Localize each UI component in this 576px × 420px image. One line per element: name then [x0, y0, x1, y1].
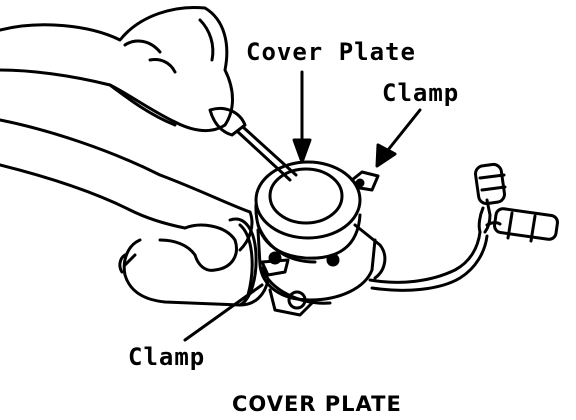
figure-caption: COVER PLATE — [232, 392, 402, 416]
cover-plate — [254, 160, 362, 264]
leader-clamp-bottom — [183, 283, 264, 342]
screwdriver — [208, 106, 298, 182]
label-cover-plate: Cover Plate — [246, 38, 416, 66]
wire-harness — [368, 198, 492, 292]
motor-assembly — [118, 217, 387, 317]
connector-lower — [485, 207, 559, 243]
label-clamp-bottom: Clamp — [128, 343, 206, 371]
clamp-bottom — [260, 251, 340, 277]
lower-hand — [0, 118, 254, 272]
label-clamp-top: Clamp — [382, 79, 460, 107]
leader-cover-plate — [292, 70, 312, 164]
clamp-top — [350, 170, 380, 192]
leader-clamp-top — [375, 108, 422, 168]
upper-hand — [0, 5, 234, 133]
connector-upper — [474, 162, 507, 206]
